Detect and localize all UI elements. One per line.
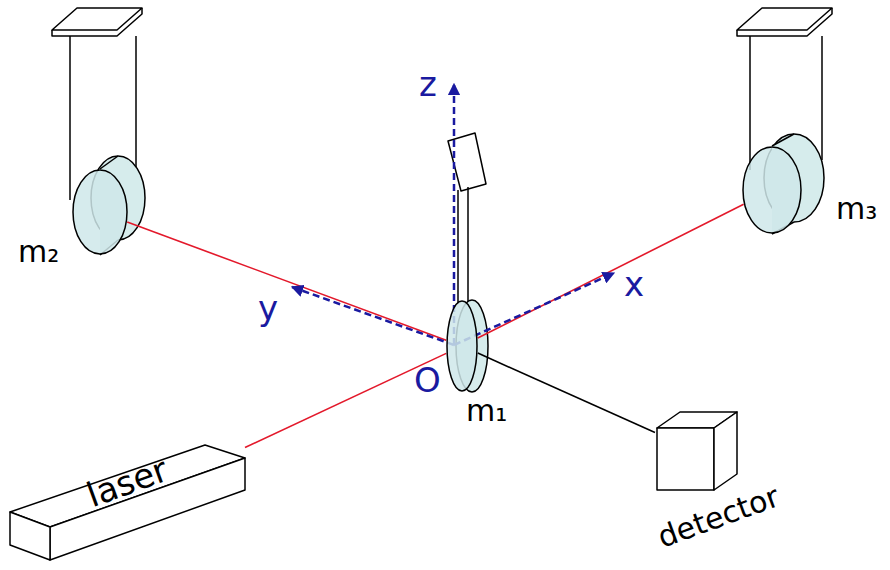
- mirror-outline: [742, 146, 802, 234]
- detector-box: detector: [655, 410, 737, 492]
- mirror-label: m₁: [466, 394, 507, 427]
- axis-label: y: [258, 290, 278, 327]
- detector-label: detector: [653, 479, 783, 553]
- x-axis: [454, 273, 614, 345]
- laser-beam: [478, 204, 744, 338]
- axis-label: z: [419, 66, 437, 103]
- origin-label: O: [414, 362, 441, 399]
- mirror-face-ellipse: [73, 170, 127, 254]
- laser-label: laser: [82, 451, 173, 514]
- laser-beam: [245, 353, 446, 447]
- laser-beam: [127, 222, 446, 340]
- mirror-face: m₁: [446, 300, 478, 392]
- laser-housing: [10, 445, 245, 560]
- y-axis: [292, 287, 454, 345]
- mirror-face-ellipse: [447, 301, 477, 391]
- mirror-face: m₂: [72, 169, 128, 255]
- mirror-outline: [72, 169, 128, 255]
- mirror-label: m₃: [836, 192, 877, 225]
- mirror-face: m₃: [742, 146, 802, 234]
- axis-label: x: [624, 266, 644, 303]
- mirror-label: m₂: [18, 235, 59, 268]
- mirror-face-ellipse: [743, 147, 801, 233]
- laser-box: laser: [10, 445, 245, 560]
- mirror-outline: [446, 300, 478, 392]
- detector-housing: [657, 412, 737, 490]
